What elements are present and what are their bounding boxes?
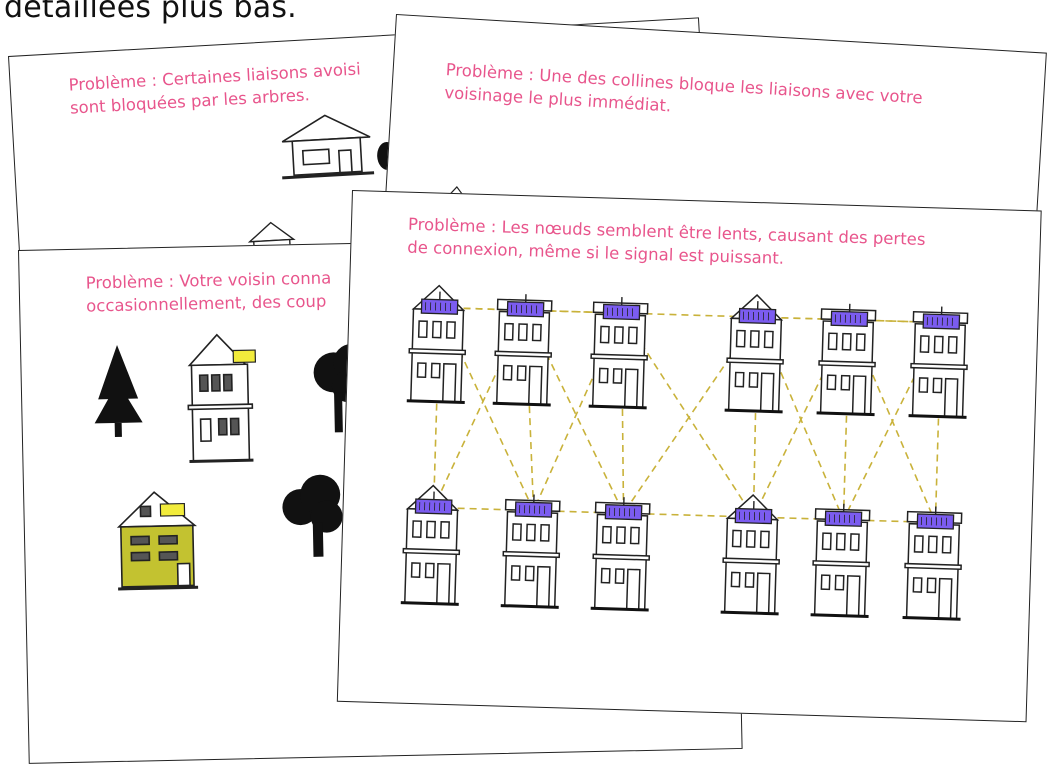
router-node-icon [605,497,642,520]
router-node-icon [735,501,772,524]
router-node-icon [415,491,452,514]
green-house-icon [116,491,198,589]
router-node-icon [825,503,862,526]
round-tree-icon [282,474,344,557]
router-node-icon [739,301,776,324]
router-node-icon [421,291,458,314]
problem-card-nodes: Problème : Les nœuds semblent être lents… [337,190,1042,722]
router-node-icon [515,494,552,517]
router-node-icon [507,294,544,317]
router-icon [233,350,255,362]
router-node-icon [603,297,640,320]
ranch-house-icon [279,113,374,178]
top-caption: détaillées plus bas. [4,0,297,25]
pine-tree-icon [93,344,143,437]
router-node-icon [831,303,868,326]
router-node-icon [917,506,954,529]
mesh-network-diagram [338,191,1041,721]
router-node-icon [923,306,960,329]
router-icon [160,504,184,517]
